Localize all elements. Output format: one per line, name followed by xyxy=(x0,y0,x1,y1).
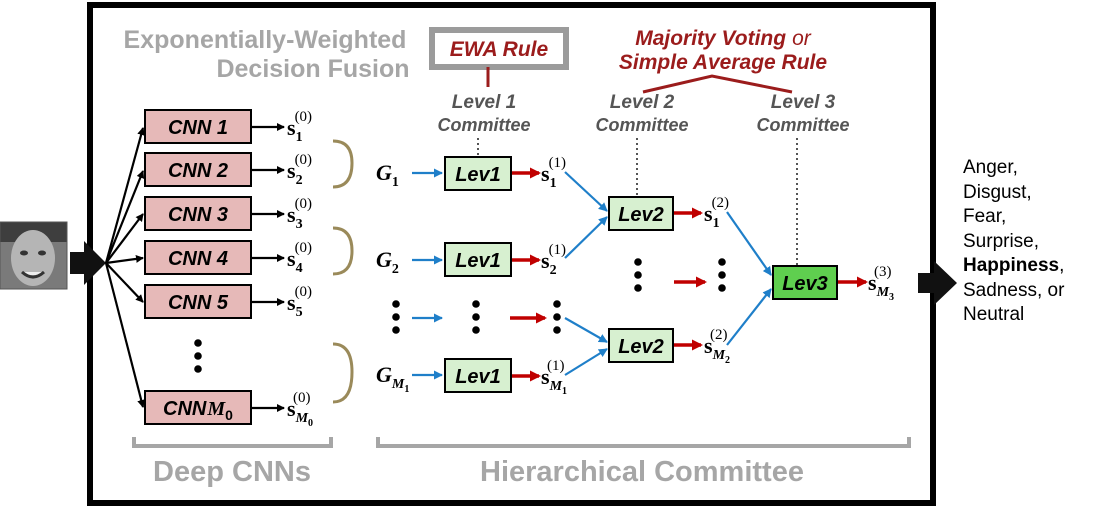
emotion-neutral: Neutral xyxy=(963,304,1025,325)
cnn-2-box: CNN 2 xyxy=(144,152,252,187)
emotion-disgust: Disgust, xyxy=(963,181,1032,203)
level2-title: Level 2 xyxy=(610,92,675,113)
majority-voting-text: Majority Voting xyxy=(635,27,786,50)
emotion-happiness-row: Happiness, xyxy=(963,254,1093,279)
lev2-box-2-label: Lev2 xyxy=(618,336,664,358)
emotion-anger: Anger, xyxy=(963,157,1018,178)
brace-group-2 xyxy=(332,226,354,276)
lev1-box-1: Lev1 xyxy=(444,156,512,191)
lev2-scores: s1(2) sM2(2) xyxy=(704,195,730,366)
output-arrow xyxy=(918,261,957,305)
lev1-scores: s1(1) s2(1) sM1(1) xyxy=(541,155,567,397)
level2-header: Level 2 Committee xyxy=(595,92,688,135)
score-sm2-2: sM2(2) xyxy=(704,327,730,366)
cnn-output-arrows xyxy=(252,123,285,412)
cnn-m0-box: CNNM0 xyxy=(144,390,252,425)
emotion-surprise: Surprise, xyxy=(963,230,1040,252)
red-arrows xyxy=(510,167,868,382)
cnn-scores: s1(0) s2(0) s3(0) s4(0) s5(0) sM0(0) xyxy=(287,109,313,429)
ewa-rule-box xyxy=(429,27,569,70)
level1-header: Level 1 Committee xyxy=(437,92,530,135)
brace-group-3 xyxy=(332,342,354,404)
lev1-box-2-label: Lev1 xyxy=(455,250,501,272)
cnn-4-box: CNN 4 xyxy=(144,240,252,275)
score-s1-1: s1(1) xyxy=(541,155,566,191)
lev3-box: Lev3 xyxy=(772,265,838,300)
score-s2-0: s2(0) xyxy=(287,152,312,188)
group-g2: G2 xyxy=(376,247,399,277)
score-s3-0: s3(0) xyxy=(287,196,312,232)
level3-title: Level 3 xyxy=(771,92,836,113)
ewa-rule-label: EWA Rule xyxy=(450,38,549,61)
brace-group-1 xyxy=(332,139,354,189)
emotion-output-list: Anger, Disgust, Fear, Surprise, Happines… xyxy=(963,156,1093,328)
group-labels: G1 G2 GM1 xyxy=(376,160,409,395)
lev1-box-3: Lev1 xyxy=(444,358,512,393)
grouping-braces xyxy=(332,139,354,404)
simple-average-label: Simple Average Rule xyxy=(619,51,827,74)
lev2-box-2: Lev2 xyxy=(608,328,674,363)
cnn-3-box: CNN 3 xyxy=(144,196,252,231)
lev2-box-1: Lev2 xyxy=(608,196,674,231)
title-line1: Exponentially-Weighted xyxy=(124,26,407,54)
lev1-box-3-label: Lev1 xyxy=(455,366,501,388)
score-s4-0: s4(0) xyxy=(287,240,312,276)
majority-bracket xyxy=(642,74,793,94)
lev1-box-2: Lev1 xyxy=(444,242,512,277)
group-gm1: GM1 xyxy=(376,362,409,395)
cnn-column: CNN 1 CNN 2 CNN 3 CNN 4 CNN 5 CNNM0 xyxy=(144,109,252,425)
lev2-boxes: Lev2 Lev2 xyxy=(608,196,674,363)
cnn-2-label: CNN 2 xyxy=(168,160,228,182)
hier-committee-bracket xyxy=(376,437,911,448)
score-s1-2: s1(2) xyxy=(704,195,729,231)
score-sm3-3: sM3(3) xyxy=(868,264,894,303)
face-image xyxy=(0,221,68,290)
score-s2-1: s2(1) xyxy=(541,242,566,278)
cnn-m0-label: CNNM0 xyxy=(163,398,233,423)
emotion-happiness-comma: , xyxy=(1059,255,1065,276)
lev1-box-1-label: Lev1 xyxy=(455,164,501,186)
lev1-boxes: Lev1 Lev1 Lev1 xyxy=(444,156,512,393)
score-sm0-0: sM0(0) xyxy=(287,390,313,429)
score-s5-0: s5(0) xyxy=(287,284,312,320)
cnn-5-label: CNN 5 xyxy=(168,292,229,314)
level3-header: Level 3 Committee xyxy=(756,92,849,135)
lev3-box-label: Lev3 xyxy=(782,273,828,295)
score-sm1-1: sM1(1) xyxy=(541,358,567,397)
level1-title: Level 1 xyxy=(452,92,516,113)
input-arrow xyxy=(70,241,106,285)
title-line2: Decision Fusion xyxy=(216,55,409,83)
cnn-4-label: CNN 4 xyxy=(168,248,228,270)
level1-subtitle: Committee xyxy=(437,115,530,135)
emotion-fear: Fear, xyxy=(963,206,1007,227)
level2-subtitle: Committee xyxy=(595,115,688,135)
group-to-lev1-arrows xyxy=(412,168,443,380)
majority-voting-label: Majority Voting or xyxy=(635,27,812,50)
cnn-1-box: CNN 1 xyxy=(144,109,252,144)
group-g1: G1 xyxy=(376,160,399,190)
level3-subtitle: Committee xyxy=(756,115,849,135)
cnn-3-label: CNN 3 xyxy=(168,204,228,226)
score-s1-0: s1(0) xyxy=(287,109,312,145)
lev2-to-lev3-arrows xyxy=(726,211,772,346)
majority-or-text: or xyxy=(792,27,812,50)
hier-committee-label: Hierarchical Committee xyxy=(480,456,804,488)
cnn-1-label: CNN 1 xyxy=(168,117,228,139)
deep-cnns-label: Deep CNNs xyxy=(153,456,311,488)
cnn-ellipsis xyxy=(194,339,202,373)
cnn-5-box: CNN 5 xyxy=(144,284,252,319)
deep-cnns-bracket xyxy=(132,437,333,448)
emotion-sadness: Sadness, or xyxy=(963,279,1065,301)
lev1-to-lev2-arrows xyxy=(564,171,608,376)
lev2-box-1-label: Lev2 xyxy=(618,204,664,226)
middle-ellipsis-row xyxy=(392,258,726,334)
fanout-arrows xyxy=(104,127,146,408)
emotion-happiness: Happiness xyxy=(963,255,1060,276)
